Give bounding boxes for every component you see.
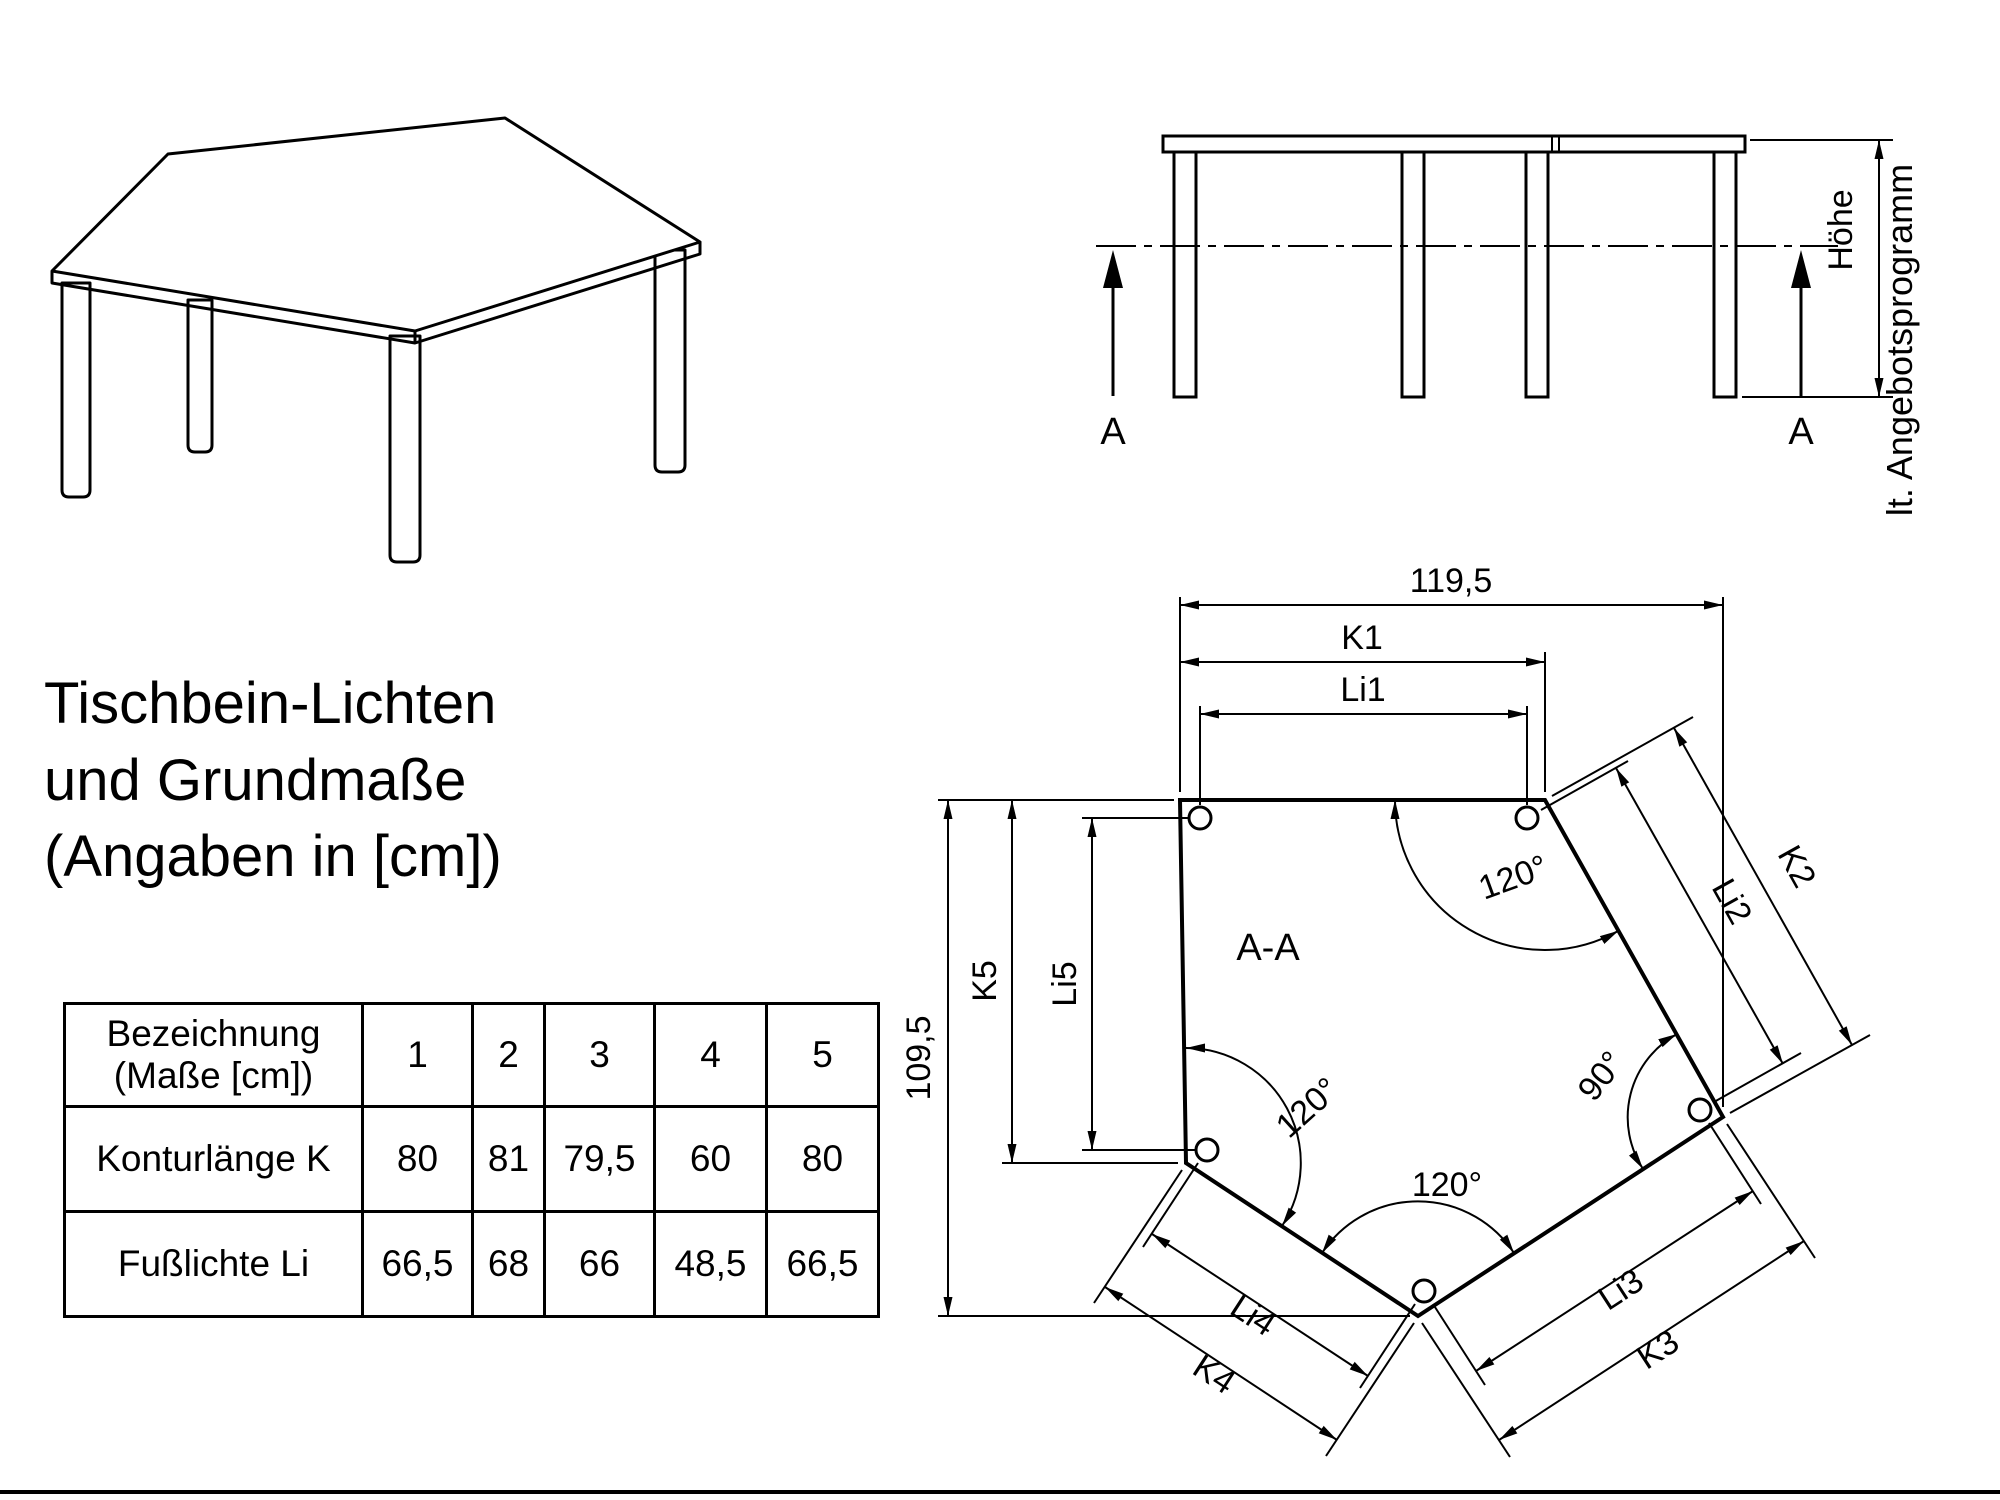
iso-leg-1 — [60, 281, 92, 499]
leg-hole-4 — [1411, 1278, 1437, 1304]
dim-k1-label: K1 — [1341, 619, 1383, 657]
table-row-fusslichte: Fußlichte Li 66,5 68 66 48,5 66,5 — [63, 1210, 880, 1318]
table-header-row: Bezeichnung (Maße [cm]) 1 2 3 4 5 — [63, 1002, 880, 1108]
leg-hole-1 — [1187, 805, 1213, 831]
table-header-col-3: 3 — [543, 1002, 656, 1108]
section-label-right: A — [1788, 411, 1814, 453]
angle-arc-right — [1626, 1033, 1678, 1170]
title-line-2: und Grundmaße — [44, 747, 467, 813]
title-block: Tischbein-Lichten und Grundmaße (Angaben… — [44, 666, 502, 896]
angle-arc-left — [1185, 1043, 1302, 1227]
side-leg-3 — [1524, 148, 1550, 399]
dim-k5-label: K5 — [966, 960, 1004, 1002]
table-cell: 66,5 — [361, 1210, 474, 1318]
table-row-kontur: Konturlänge K 80 81 79,5 60 80 — [63, 1105, 880, 1213]
dim-k4 — [1104, 1286, 1338, 1441]
angle-arc-bottom — [1321, 1200, 1515, 1254]
angle-arc-top-right — [1390, 799, 1620, 951]
dim-li2 — [1615, 767, 1784, 1065]
dimension-lines — [943, 600, 1853, 1441]
tabletop-joint-ticks — [1551, 136, 1560, 152]
dim-li4-label: Li4 — [1224, 1287, 1283, 1344]
title-line-1: Tischbein-Lichten — [44, 671, 497, 736]
row-label: Fußlichte Li — [63, 1210, 364, 1318]
dim-width-label: 119,5 — [1410, 562, 1493, 600]
dim-height-label: 109,5 — [900, 1015, 938, 1100]
table-header-col-1: 1 — [361, 1002, 474, 1108]
dim-li2-label: Li2 — [1704, 873, 1759, 931]
table-cell: 48,5 — [653, 1210, 768, 1318]
side-leg-4 — [1712, 148, 1738, 399]
angle-arcs — [1185, 799, 1678, 1254]
table-header-designation: Bezeichnung (Maße [cm]) — [63, 1002, 364, 1108]
height-label: Höhe — [1822, 189, 1860, 270]
side-leg-2 — [1400, 148, 1426, 399]
section-title: A-A — [1236, 927, 1300, 969]
dim-k2-label: K2 — [1770, 839, 1823, 894]
iso-tabletop-edge — [50, 242, 702, 345]
dim-li5-label: Li5 — [1046, 961, 1084, 1006]
dim-k4-label: K4 — [1186, 1348, 1242, 1403]
row-label: Konturlänge K — [63, 1105, 364, 1213]
section-cut-left: A — [1100, 250, 1126, 453]
table-cell: 68 — [471, 1210, 546, 1318]
leg-hole-2 — [1514, 805, 1540, 831]
table-cell: 60 — [653, 1105, 768, 1213]
table-cell: 79,5 — [543, 1105, 656, 1213]
dimensions-table: Bezeichnung (Maße [cm]) 1 2 3 4 5 Kontur… — [63, 1002, 880, 1318]
iso-leg-4 — [653, 248, 687, 474]
table-cell: 80 — [361, 1105, 474, 1213]
side-tabletop — [1161, 134, 1747, 154]
section-label-left: A — [1100, 411, 1126, 453]
height-dimension: Höhe — [1742, 139, 1893, 398]
side-view: A A Höhe lt. Angebotsprogramm — [1096, 134, 1920, 516]
table-cell: 66,5 — [765, 1210, 880, 1318]
dim-k2 — [1673, 727, 1853, 1046]
leg-hole-5 — [1194, 1137, 1220, 1163]
dim-k3-label: K3 — [1630, 1323, 1686, 1378]
table-header-col-2: 2 — [471, 1002, 546, 1108]
isometric-view — [50, 116, 702, 564]
iso-leg-3 — [388, 334, 422, 564]
table-cell: 80 — [765, 1105, 880, 1213]
dim-li3-label: Li3 — [1592, 1261, 1651, 1318]
table-header-col-5: 5 — [765, 1002, 880, 1108]
table-header-col-4: 4 — [653, 1002, 768, 1108]
section-arrow-icon — [1791, 250, 1811, 288]
table-cell: 81 — [471, 1105, 546, 1213]
section-arrow-icon — [1103, 250, 1123, 288]
iso-tabletop — [50, 116, 702, 333]
dim-li1-label: Li1 — [1340, 671, 1385, 709]
section-cut-right: A — [1788, 250, 1814, 453]
program-label: lt. Angebotsprogramm — [1879, 164, 1920, 516]
title-line-3: (Angaben in [cm]) — [44, 824, 502, 890]
leg-hole-3 — [1687, 1097, 1713, 1123]
dim-k3 — [1498, 1240, 1805, 1441]
table-cell: 66 — [543, 1210, 656, 1318]
pentagon-outline — [1177, 798, 1726, 1319]
angle-label-bottom: 120° — [1412, 1166, 1482, 1204]
iso-leg-2 — [186, 298, 214, 454]
section-view: 119,5 K1 Li1 109,5 K5 Li5 K2 Li2 Li3 K3 … — [900, 562, 1871, 1458]
side-leg-1 — [1172, 148, 1198, 399]
